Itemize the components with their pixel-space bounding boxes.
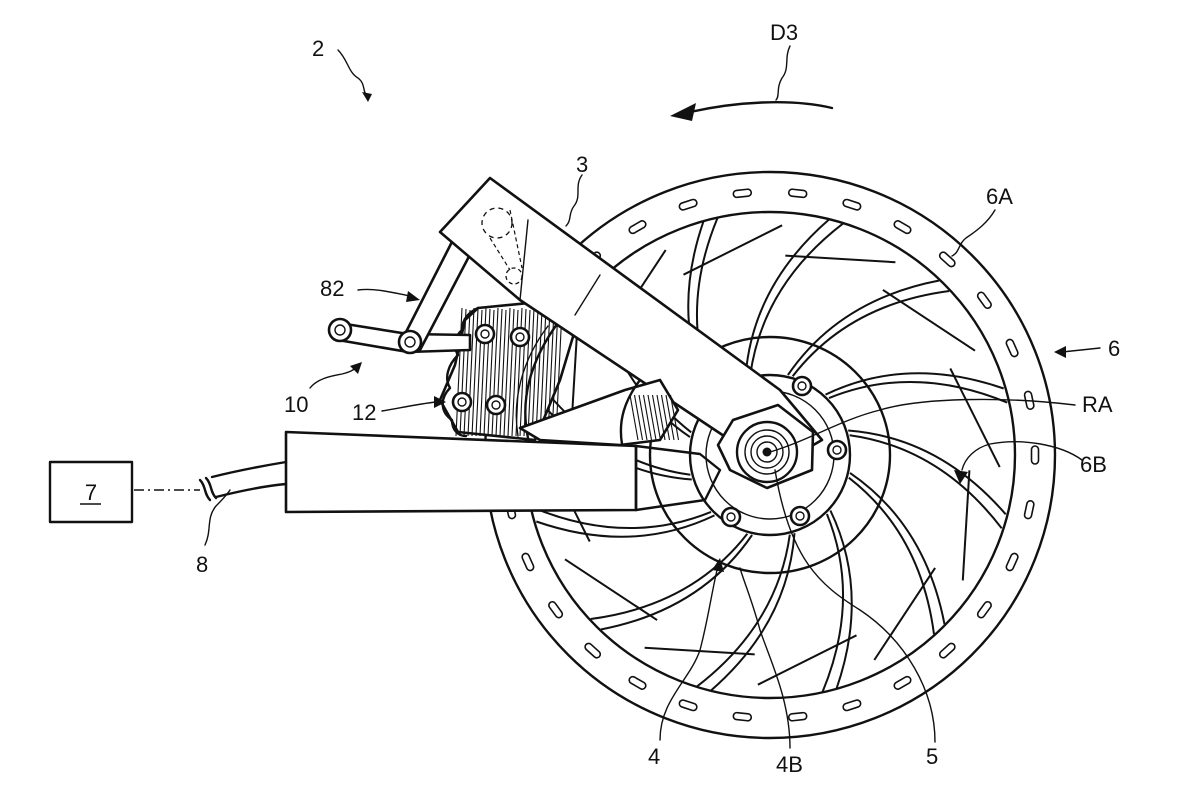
rotor-slot [732,188,753,199]
rotor-slot [893,675,912,690]
rotor-spoke-edge [710,533,796,692]
hatch-line [543,308,551,437]
rotor-slot [678,198,698,211]
lever-82 [327,230,477,355]
rotor-slot [1005,552,1019,572]
rotor-spoke-edge [821,513,844,693]
rotor-slot [842,198,862,211]
rotation-direction-arrow [670,101,834,121]
hatch-line [531,308,539,437]
rotor-spoke-edge [848,429,1007,515]
hatch-line [642,394,653,441]
label-arm: 3 [576,152,588,177]
hatch-line [660,394,671,441]
rotor-slot [938,642,956,659]
rotor-slot [938,251,956,268]
rotor-slot [1023,500,1035,520]
brake-rotor [483,170,1057,740]
cable-8 [134,460,288,502]
leader-lines [204,45,1101,749]
rotor-spoke-edge [791,290,950,377]
label-controller: 7 [85,480,97,505]
label-hub-shell: 4 [648,744,660,769]
rotor-slot [628,675,647,690]
hatch-line [665,394,675,441]
rotor-brace [873,567,936,661]
rotor-spoke-edge [590,533,749,620]
controller-7: 7 [48,460,134,524]
reference-labels: 2 D3 3 6A 82 6 10 12 RA 6B 8 4 4B 5 [196,20,1120,777]
hatch-line [651,394,662,441]
hatch-line [467,307,475,437]
rotor-spoke-edge [849,434,1003,529]
label-caliper: 10 [284,392,308,417]
rotor-slot [1030,445,1040,465]
rotor-brace [961,470,971,581]
rotor-spoke-edge [532,506,712,529]
hatch-line [629,394,639,441]
bracket-hatch [629,394,680,441]
hatch-line [551,307,559,437]
rotor-spoke-edge [848,476,935,635]
rotor-spoke-edge [600,534,753,631]
hatch-line [499,309,507,437]
label-rotation-axis: RA [1082,392,1113,417]
hatch-line [459,308,467,437]
rotor-spoke-edge [828,381,1008,404]
rotor-brace [757,634,857,686]
label-rotor-arm: 6B [1080,452,1107,477]
hatch-line [633,394,644,441]
rotor-slot [584,642,602,659]
rotor-brace [882,289,976,352]
rotor-brace [683,224,783,276]
rotor-slot [976,600,992,619]
hatch-line [535,309,543,437]
rotor-spoke-edge [829,510,853,690]
hatch-line [669,394,680,441]
label-rotor-ring: 6A [986,184,1013,209]
label-lever: 82 [320,276,344,301]
rotor-spoke-edge [744,218,830,377]
label-assembly: 2 [312,36,324,61]
rotor-brace [564,558,658,621]
hatch-line [656,394,666,441]
rotor-slot [678,699,698,712]
rotor-slot [976,291,992,310]
label-hub-spoke: 4B [776,752,803,777]
label-direction: D3 [770,20,798,45]
hatch-line [503,307,511,437]
rotor-slot [787,711,808,722]
label-axle: 5 [926,744,938,769]
axle-nut [716,403,815,490]
rotor-slot [787,188,808,199]
rotor-spoke-edge [696,534,791,688]
rotor-slot [842,699,862,712]
label-pad-holder: 12 [352,400,376,425]
rotor-slot [732,711,753,722]
rotor-slot [548,600,564,619]
rotor-slot [1005,338,1019,358]
rotor-slot [521,552,535,572]
rotor-spoke-edge [535,514,715,538]
rotor-spoke-edge [749,222,844,376]
frame-tube [284,430,722,514]
label-rotor: 6 [1108,336,1120,361]
hatch-line [647,394,657,441]
rotor-spoke-edge [825,372,1005,396]
rotor-slot [893,220,912,235]
rotor-spoke-edge [849,472,946,625]
hatch-line [638,394,648,441]
rotor-brace [785,254,896,264]
rotor-spoke-edge [787,279,940,376]
rotor-brace [949,368,1001,468]
label-cable: 8 [196,552,208,577]
rotor-slot [628,220,647,235]
hatch-line [463,309,471,437]
